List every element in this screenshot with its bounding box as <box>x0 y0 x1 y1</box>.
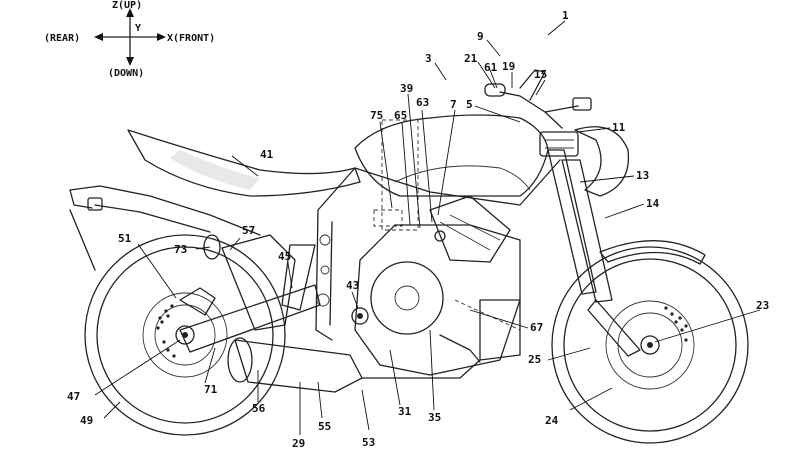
label-1: 1 <box>562 9 569 22</box>
axis-rear-label: (REAR) <box>44 33 80 44</box>
rear-frame <box>69 185 261 271</box>
label-23: 23 <box>756 299 769 312</box>
label-71: 71 <box>204 383 218 396</box>
front-wheel <box>551 246 749 444</box>
label-13: 13 <box>636 169 649 182</box>
rear-body-cover <box>221 234 296 331</box>
label-73: 73 <box>174 243 187 256</box>
label-61: 61 <box>484 61 498 74</box>
label-35: 35 <box>428 411 441 424</box>
exhaust <box>227 334 481 393</box>
label-5: 5 <box>466 98 473 111</box>
axis-indicator: Z(UP) Y X(FRONT) (REAR) (DOWN) <box>44 0 215 79</box>
front-fender <box>599 240 706 265</box>
label-43: 43 <box>346 279 359 292</box>
fuel-tank <box>354 114 549 197</box>
label-47: 47 <box>67 390 80 403</box>
label-7: 7 <box>450 98 457 111</box>
rear-caliper <box>179 287 216 316</box>
engine <box>351 195 521 376</box>
leader-lines <box>94 20 761 435</box>
front-fork <box>539 131 641 357</box>
label-41: 41 <box>260 148 274 161</box>
label-65: 65 <box>394 109 407 122</box>
label-9: 9 <box>477 30 484 43</box>
rear-wheel <box>84 234 286 436</box>
label-14: 14 <box>646 197 660 210</box>
label-57: 57 <box>242 224 255 237</box>
axis-z-label: Z(UP) <box>112 0 142 11</box>
axis-y-label: Y <box>135 23 141 34</box>
label-11: 11 <box>612 121 626 134</box>
label-51: 51 <box>118 232 132 245</box>
seat <box>127 129 361 197</box>
label-19: 19 <box>502 60 515 73</box>
label-21: 21 <box>464 52 478 65</box>
label-15: 15 <box>534 68 547 81</box>
axis-x-label: X(FRONT) <box>167 33 215 44</box>
label-53: 53 <box>362 436 375 449</box>
label-25: 25 <box>528 353 541 366</box>
rear-shock <box>281 244 316 311</box>
label-3: 3 <box>425 52 432 65</box>
label-24: 24 <box>545 414 559 427</box>
label-45: 45 <box>278 250 291 263</box>
swingarm <box>179 284 321 353</box>
label-75: 75 <box>370 109 383 122</box>
label-49: 49 <box>80 414 93 427</box>
air-box <box>381 119 419 231</box>
label-39: 39 <box>400 82 413 95</box>
label-29: 29 <box>292 437 305 450</box>
axis-down-label: (DOWN) <box>108 68 144 79</box>
label-31: 31 <box>398 405 412 418</box>
label-55: 55 <box>318 420 331 433</box>
reference-numerals: 1 3 5 7 9 11 13 14 15 19 21 23 24 25 29 … <box>67 9 769 450</box>
main-frame <box>315 159 561 341</box>
label-67: 67 <box>530 321 543 334</box>
headlight <box>574 126 630 197</box>
label-56: 56 <box>252 402 266 415</box>
label-63: 63 <box>416 96 429 109</box>
